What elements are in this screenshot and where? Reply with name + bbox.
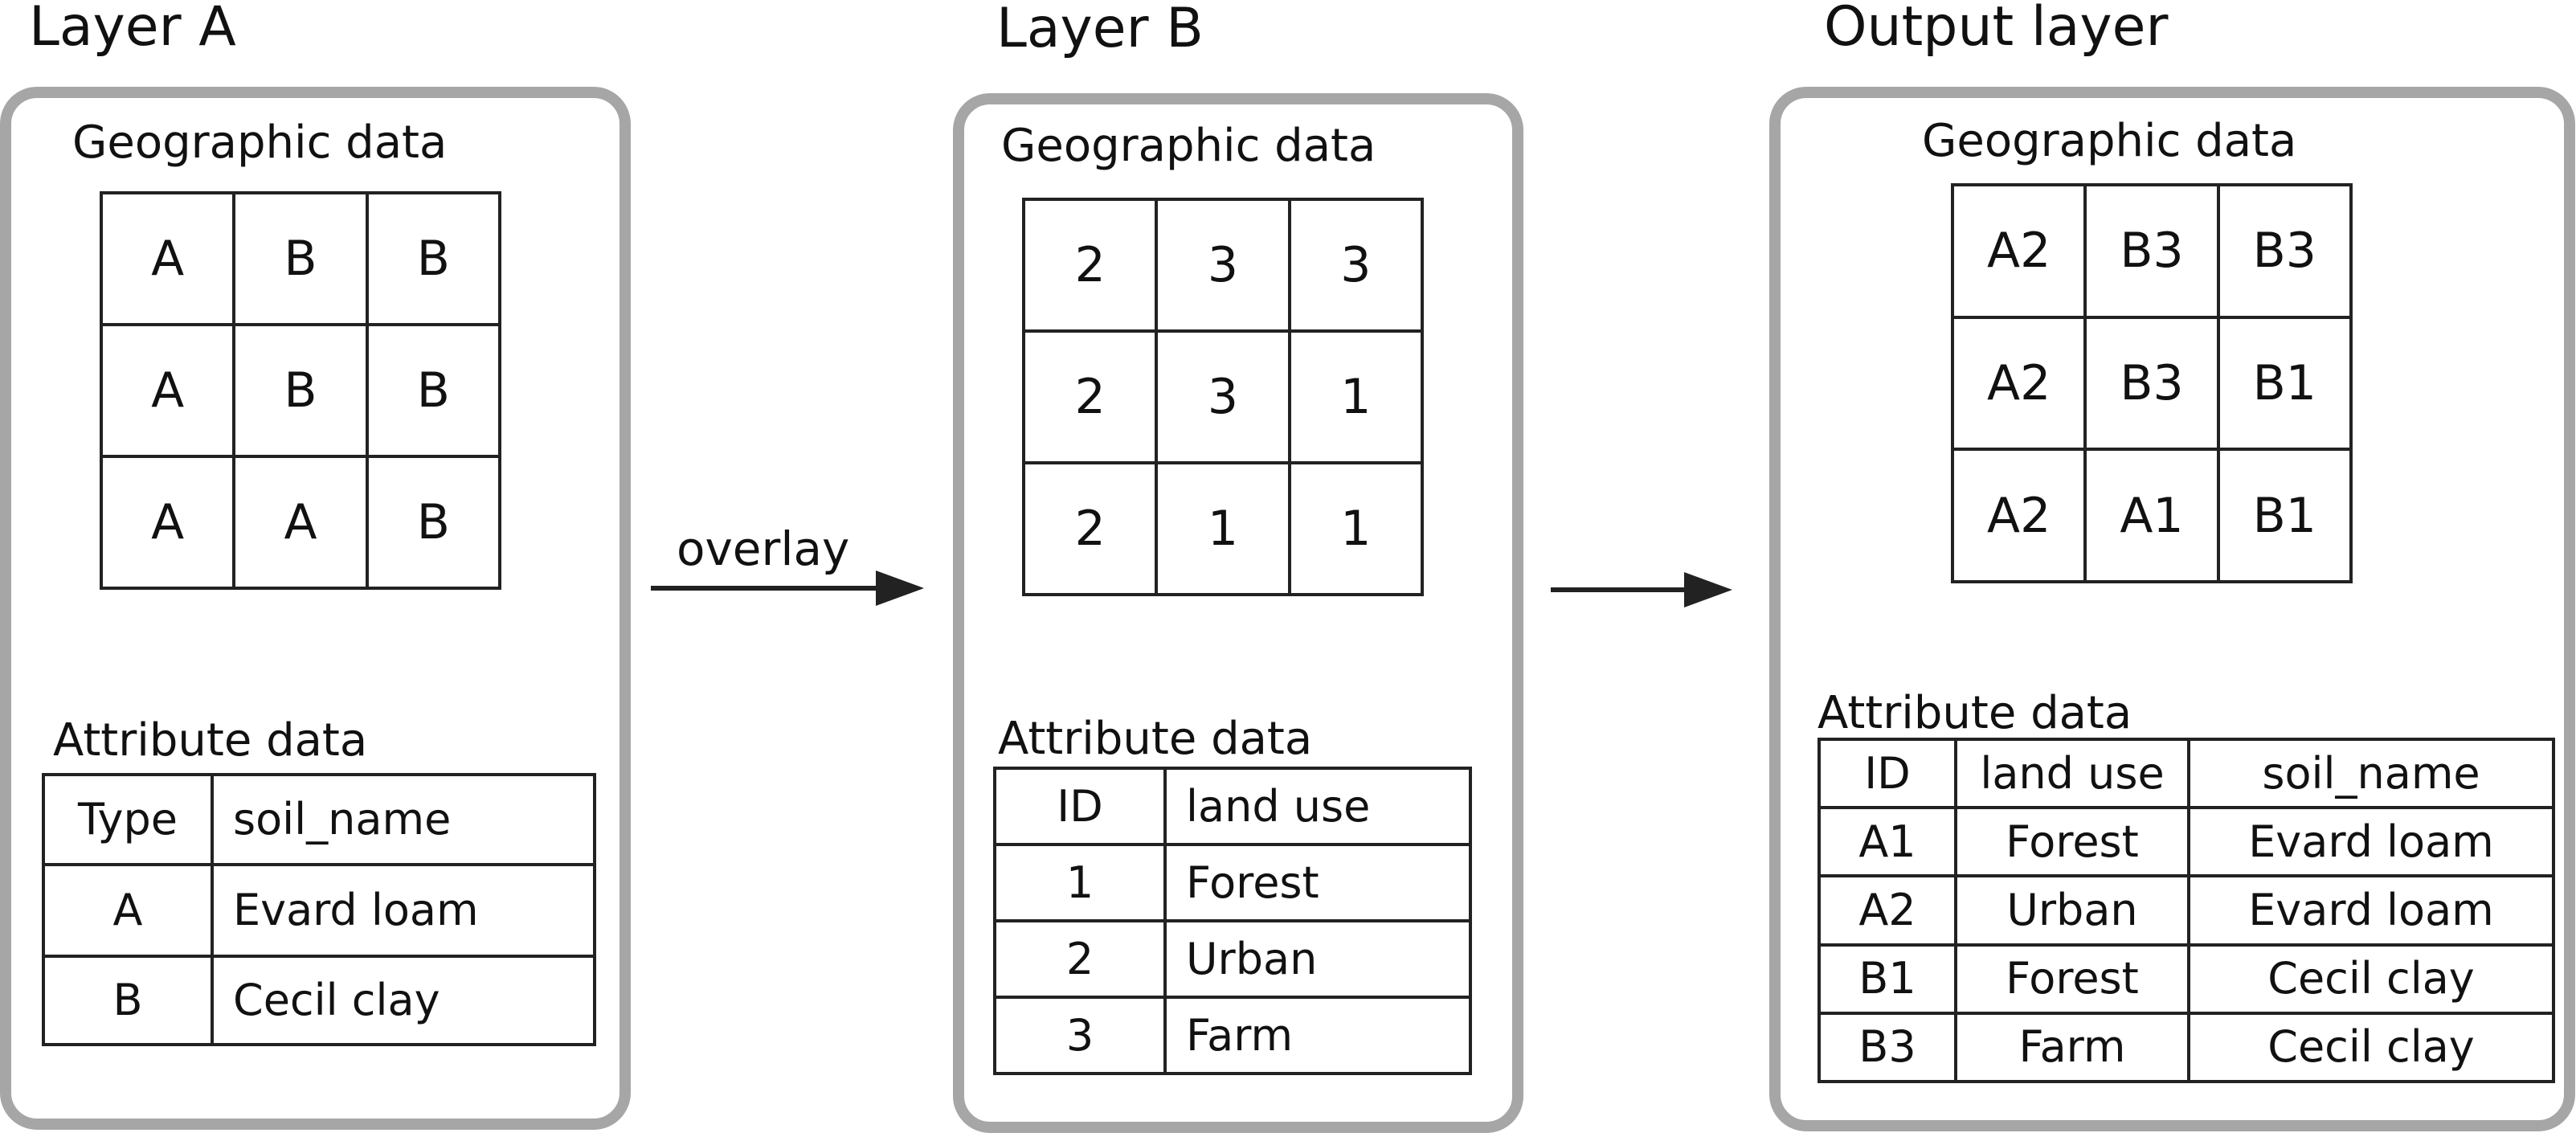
table-cell: 2 <box>995 921 1165 997</box>
layer-a-attr-title: Attribute data <box>53 714 368 767</box>
output-grid: A2 B3 B3 A2 B3 B1 A2 A1 B1 <box>1951 183 2353 583</box>
layer-a-grid: A B B A B B A A B <box>100 191 501 590</box>
grid-cell: B3 <box>2218 185 2351 317</box>
table-cell: Forest <box>1165 845 1470 921</box>
table-cell: Farm <box>1956 1012 2189 1082</box>
grid-cell: 3 <box>1289 199 1422 331</box>
table-header: land use <box>1165 768 1470 845</box>
table-cell: Cecil clay <box>2189 944 2554 1013</box>
layer-a-title: Layer A <box>29 0 236 59</box>
result-arrow <box>1548 564 1737 616</box>
grid-cell: 1 <box>1289 463 1422 595</box>
grid-cell: 2 <box>1024 199 1157 331</box>
layer-b-geo-title: Geographic data <box>1001 120 1376 172</box>
grid-cell: A2 <box>1952 449 2086 582</box>
layer-b-attr-title: Attribute data <box>998 713 1313 765</box>
layer-a-geo-title: Geographic data <box>72 117 448 169</box>
output-layer-panel <box>1769 87 2575 1131</box>
overlay-arrow <box>648 562 929 614</box>
table-header: ID <box>995 768 1165 845</box>
grid-cell: B3 <box>2085 185 2218 317</box>
grid-cell: B <box>234 325 367 456</box>
table-cell: A2 <box>1819 876 1956 945</box>
table-cell: Forest <box>1956 944 2189 1013</box>
grid-cell: A2 <box>1952 185 2086 317</box>
table-cell: Forest <box>1956 808 2189 877</box>
table-header: Type <box>43 775 212 865</box>
grid-cell: A <box>101 456 235 588</box>
grid-cell: A <box>234 456 367 588</box>
grid-cell: 1 <box>1156 463 1290 595</box>
layer-b-grid: 2 3 3 2 3 1 2 1 1 <box>1022 198 1424 596</box>
table-cell: Evard loam <box>212 865 595 956</box>
layer-a-attr-table: Type soil_name A Evard loam B Cecil clay <box>42 773 596 1046</box>
grid-cell: 2 <box>1024 463 1157 595</box>
grid-cell: B1 <box>2218 449 2351 582</box>
grid-cell: B <box>366 325 500 456</box>
grid-cell: B3 <box>2085 317 2218 450</box>
table-cell: B <box>43 956 212 1045</box>
table-header: soil_name <box>212 775 595 865</box>
table-header: land use <box>1956 739 2189 808</box>
table-cell: B1 <box>1819 944 1956 1013</box>
table-cell: A <box>43 865 212 956</box>
table-cell: Urban <box>1956 876 2189 945</box>
layer-b-title: Layer B <box>996 0 1204 60</box>
table-header: ID <box>1819 739 1956 808</box>
grid-cell: B <box>366 456 500 588</box>
table-cell: A1 <box>1819 808 1956 877</box>
grid-cell: A <box>101 325 235 456</box>
output-attr-title: Attribute data <box>1818 687 2132 739</box>
output-geo-title: Geographic data <box>1922 115 2297 167</box>
layer-b-attr-table: ID land use 1 Forest 2 Urban 3 Farm <box>993 767 1472 1075</box>
output-attr-table: ID land use soil_name A1 Forest Evard lo… <box>1818 738 2555 1083</box>
overlay-label: overlay <box>677 521 850 576</box>
grid-cell: B <box>234 193 367 325</box>
grid-cell: A1 <box>2085 449 2218 582</box>
output-layer-title: Output layer <box>1824 0 2169 59</box>
table-cell: 1 <box>995 845 1165 921</box>
grid-cell: 3 <box>1156 199 1290 331</box>
grid-cell: A <box>101 193 235 325</box>
grid-cell: 3 <box>1156 331 1290 463</box>
grid-cell: B1 <box>2218 317 2351 450</box>
grid-cell: A2 <box>1952 317 2086 450</box>
grid-cell: B <box>366 193 500 325</box>
table-cell: Cecil clay <box>2189 1012 2554 1082</box>
layer-b-panel <box>953 93 1523 1133</box>
grid-cell: 2 <box>1024 331 1157 463</box>
table-cell: B3 <box>1819 1012 1956 1082</box>
table-cell: Evard loam <box>2189 808 2554 877</box>
table-cell: Urban <box>1165 921 1470 997</box>
table-cell: Farm <box>1165 997 1470 1074</box>
grid-cell: 1 <box>1289 331 1422 463</box>
table-cell: 3 <box>995 997 1165 1074</box>
table-cell: Evard loam <box>2189 876 2554 945</box>
table-header: soil_name <box>2189 739 2554 808</box>
table-cell: Cecil clay <box>212 956 595 1045</box>
